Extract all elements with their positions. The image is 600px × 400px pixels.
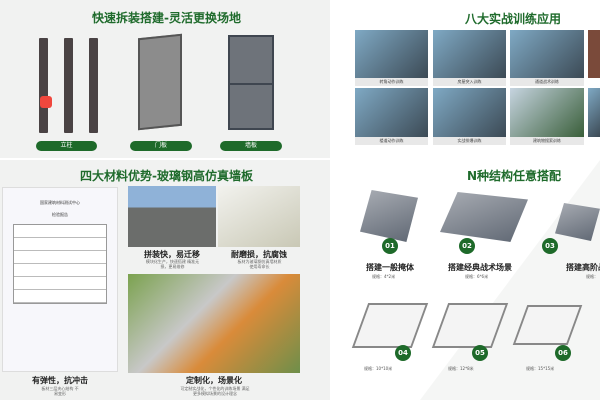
structure-label: 搭建经典战术场景: [448, 263, 512, 272]
structure-number: 03: [542, 238, 558, 254]
structure-model-02: [440, 192, 528, 242]
advantage-desc: 模块化生产，快速搭建 精准无损，更易维修: [145, 259, 200, 269]
materials-title: 四大材料优势-玻璃钢高仿真墙板: [80, 169, 253, 183]
training-title: 八大实战训练应用: [465, 12, 562, 26]
training-caption: 建筑物搜索训练: [510, 137, 584, 145]
training-caption: 通道战术训练: [510, 78, 584, 86]
structures-title: N种结构任意搭配: [467, 169, 562, 183]
advantage-desc: 板材为玻璃钢仿真墙材质 使用寿命长: [237, 259, 282, 269]
post-image: [64, 38, 73, 133]
advantage-heading: 耐磨损，抗腐蚀: [231, 250, 287, 259]
structure-spec: 规格：6*6米: [465, 274, 489, 279]
advantage-heading: 拼装快，易迁移: [144, 250, 200, 259]
structure-number: 06: [555, 345, 571, 361]
label-wall: 墙板: [220, 141, 282, 151]
advantage-heading: 定制化，场景化: [186, 376, 242, 385]
structure-number: 02: [459, 238, 475, 254]
structure-label: 搭建高阶战: [566, 263, 600, 272]
training-photo: [433, 30, 506, 78]
training-caption: 实战排爆训练: [433, 137, 506, 145]
training-photo: [355, 30, 428, 78]
certificate-org: 国家建筑材料测试中心: [40, 200, 80, 205]
label-door: 门板: [130, 141, 192, 151]
structure-number: 04: [395, 345, 411, 361]
post-image: [39, 38, 48, 133]
structure-model-01: [360, 190, 418, 242]
advantage-desc: 板材三层夹心结构 不易变形: [41, 386, 79, 396]
custom-scene-photo: [128, 274, 300, 373]
structure-spec: 规格：4*2米: [372, 274, 396, 279]
panel-photo: [218, 186, 300, 247]
label-post: 立柱: [36, 141, 97, 151]
decor-triangle: [420, 160, 600, 400]
structure-spec: 规格：: [586, 274, 598, 279]
post-image: [89, 38, 98, 133]
structure-spec: 规格：15*15米: [526, 366, 555, 371]
training-caption: 转角动作训练: [355, 78, 428, 86]
app-badge-icon: [40, 96, 52, 108]
training-caption: 楼道动作训练: [355, 137, 428, 145]
training-caption: 房屋突入训练: [433, 78, 506, 86]
certificate-doc: 检验报告: [52, 212, 68, 217]
wall-panel-image: [228, 35, 274, 130]
quick-build-title: 快速拆装搭建-灵活更换场地: [92, 11, 241, 25]
structure-model-03: [555, 203, 600, 241]
structure-spec: 规格：10*10米: [364, 366, 393, 371]
assembly-photo: [128, 186, 216, 247]
training-photo: [510, 30, 584, 78]
training-photo: [588, 30, 600, 78]
training-photo: [588, 88, 600, 137]
training-photo: [510, 88, 584, 137]
door-panel-image: [138, 33, 182, 131]
structure-model-04: [351, 303, 429, 348]
structure-number: 01: [382, 238, 398, 254]
advantage-desc: 可定制实战化，个性化的训练场景 满足更多模拟场景的设计理念: [180, 386, 250, 396]
structure-number: 05: [472, 345, 488, 361]
test-certificate-image: 国家建筑材料测试中心 检验报告: [2, 187, 118, 372]
training-photo: [433, 88, 506, 137]
structure-label: 搭建一般掩体: [366, 263, 414, 272]
structure-spec: 规格：12*8米: [448, 366, 474, 371]
advantage-heading: 有弹性，抗冲击: [32, 376, 88, 385]
training-photo: [355, 88, 428, 137]
